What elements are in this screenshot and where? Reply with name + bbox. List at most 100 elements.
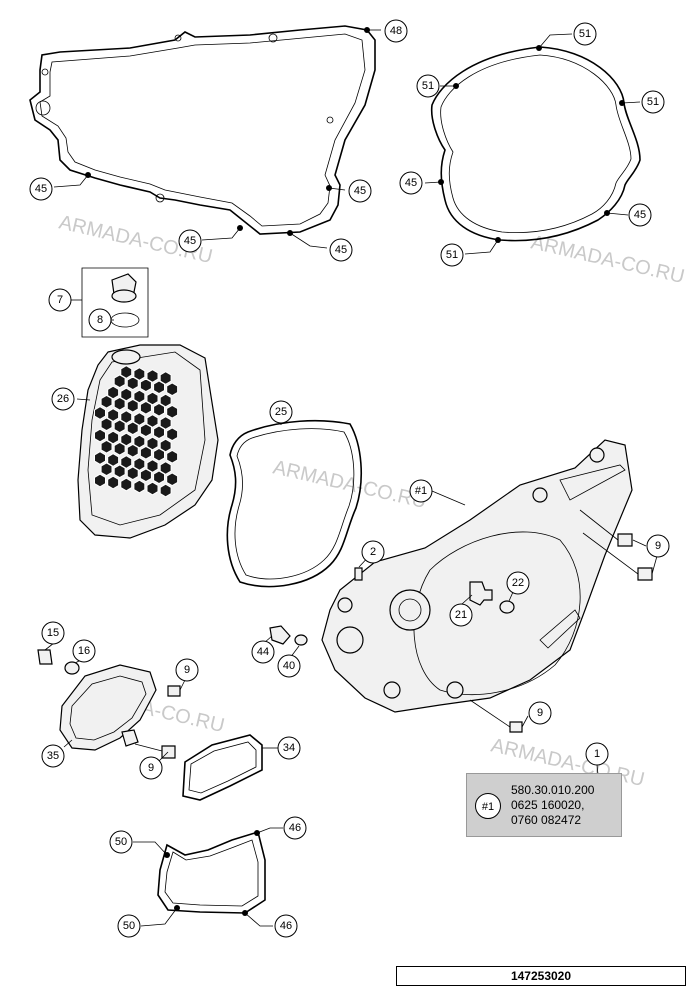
hex-vent-cell bbox=[126, 421, 139, 436]
svg-text:16: 16 bbox=[78, 645, 90, 657]
svg-text:40: 40 bbox=[283, 660, 295, 672]
svg-text:21: 21 bbox=[455, 609, 467, 621]
callout-1: 1 bbox=[585, 742, 609, 766]
hex-vent-cell bbox=[133, 479, 146, 494]
svg-text:8: 8 bbox=[97, 314, 103, 326]
hex-vent-cell bbox=[153, 380, 165, 395]
svg-text:1: 1 bbox=[594, 748, 600, 760]
callout-46: 46 bbox=[283, 816, 307, 840]
callout-45: 45 bbox=[348, 179, 372, 203]
drawing-number: 147253020 bbox=[396, 966, 686, 986]
callout-51: 51 bbox=[641, 90, 665, 114]
note-part-numbers: 580.30.010.200 0625 160020, 0760 082472 bbox=[511, 783, 594, 828]
hex-vent-cell bbox=[120, 365, 133, 379]
callout-45: 45 bbox=[29, 177, 53, 201]
note-line: 580.30.010.200 bbox=[511, 783, 595, 797]
bottom-cover-gasket bbox=[157, 830, 266, 914]
note-line: 0625 160020, bbox=[511, 798, 585, 812]
hex-vent-cell bbox=[126, 398, 139, 413]
svg-text:45: 45 bbox=[335, 244, 347, 256]
svg-text:22: 22 bbox=[512, 577, 524, 589]
hex-vent-cell bbox=[166, 449, 179, 464]
hex-vent-cell bbox=[113, 464, 126, 479]
svg-text:51: 51 bbox=[647, 96, 659, 108]
svg-text:7: 7 bbox=[57, 294, 63, 306]
callout-16: 16 bbox=[72, 639, 96, 663]
hex-vent-cell bbox=[146, 414, 159, 428]
svg-text:44: 44 bbox=[257, 646, 269, 658]
hex-vent-cell bbox=[153, 425, 165, 440]
callout-45: 45 bbox=[628, 203, 652, 227]
hex-vent-cell bbox=[133, 457, 146, 471]
hex-vent-cell bbox=[100, 394, 113, 409]
hex-vent-cell bbox=[139, 378, 152, 393]
note-ref-badge: #1 bbox=[475, 793, 501, 819]
svg-text:45: 45 bbox=[35, 183, 47, 195]
hex-vent-cell bbox=[159, 416, 172, 430]
svg-text:51: 51 bbox=[446, 249, 458, 261]
svg-text:26: 26 bbox=[57, 393, 69, 405]
callout-9: 9 bbox=[139, 756, 163, 780]
hex-vent-cell bbox=[94, 451, 106, 465]
callout-15: 15 bbox=[41, 621, 65, 645]
svg-text:#1: #1 bbox=[415, 485, 427, 497]
hex-vent-cell bbox=[107, 385, 120, 400]
hex-vent-cell bbox=[120, 432, 133, 447]
hex-vent-cell bbox=[133, 434, 146, 449]
svg-text:2: 2 bbox=[370, 546, 376, 558]
hex-vent-cell bbox=[107, 430, 120, 445]
svg-text:9: 9 bbox=[148, 762, 154, 774]
hex-vent-cell bbox=[166, 404, 179, 419]
hex-vent-cell bbox=[94, 473, 106, 488]
hex-vent-cell bbox=[126, 466, 139, 481]
hex-vent-cell bbox=[159, 438, 172, 453]
callout-22: 22 bbox=[506, 571, 530, 595]
hex-vent-cell bbox=[120, 410, 133, 424]
hex-vent-cell bbox=[126, 376, 139, 391]
hex-vent-cell bbox=[107, 475, 120, 490]
clutch-cover-gasket bbox=[29, 25, 376, 235]
callout-34: 34 bbox=[277, 736, 301, 760]
svg-text:45: 45 bbox=[354, 185, 366, 197]
callout-2: 2 bbox=[361, 540, 385, 564]
hex-vent-cell bbox=[153, 447, 165, 462]
hex-vent-cell bbox=[133, 389, 146, 404]
plug-and-oring-group bbox=[81, 267, 149, 338]
callout-8: 8 bbox=[88, 308, 112, 332]
svg-text:45: 45 bbox=[634, 209, 646, 221]
inner-clutch-gasket bbox=[226, 419, 363, 588]
hex-vent-cell bbox=[113, 374, 126, 389]
callout-40: 40 bbox=[277, 654, 301, 678]
callout-48: 48 bbox=[384, 19, 408, 43]
svg-text:45: 45 bbox=[405, 177, 417, 189]
svg-text:48: 48 bbox=[390, 25, 402, 37]
callout-45: 45 bbox=[399, 171, 423, 195]
svg-text:35: 35 bbox=[47, 750, 59, 762]
hex-vent-cell bbox=[159, 461, 172, 475]
hex-vent-cell bbox=[166, 382, 179, 397]
hex-vent-cell bbox=[139, 468, 152, 483]
hex-vent-cell bbox=[139, 445, 152, 460]
hex-vent-cell bbox=[139, 400, 152, 415]
hex-vent-cell bbox=[153, 470, 165, 485]
hex-vent-cell bbox=[146, 369, 159, 383]
hex-vent-cell bbox=[120, 455, 133, 469]
svg-text:50: 50 bbox=[115, 836, 127, 848]
note-line: 0760 082472 bbox=[511, 813, 582, 827]
svg-text:9: 9 bbox=[184, 664, 190, 676]
callout-50: 50 bbox=[117, 914, 141, 938]
callout-50: 50 bbox=[109, 830, 133, 854]
hex-vent-cell bbox=[113, 441, 126, 456]
hex-vent-grid bbox=[94, 365, 179, 498]
hex-vent-cell bbox=[166, 472, 179, 487]
svg-text:9: 9 bbox=[537, 707, 543, 719]
hex-vent-cell bbox=[133, 412, 146, 426]
hex-vent-cell bbox=[166, 427, 179, 442]
hex-vent-cell bbox=[139, 423, 152, 438]
watermark: ARMADA-CO.RU bbox=[529, 231, 687, 288]
hex-vent-cell bbox=[133, 367, 146, 381]
callout-51: 51 bbox=[416, 74, 440, 98]
callout-45: 45 bbox=[329, 238, 353, 262]
callout-ref-1: #1 bbox=[409, 479, 433, 503]
